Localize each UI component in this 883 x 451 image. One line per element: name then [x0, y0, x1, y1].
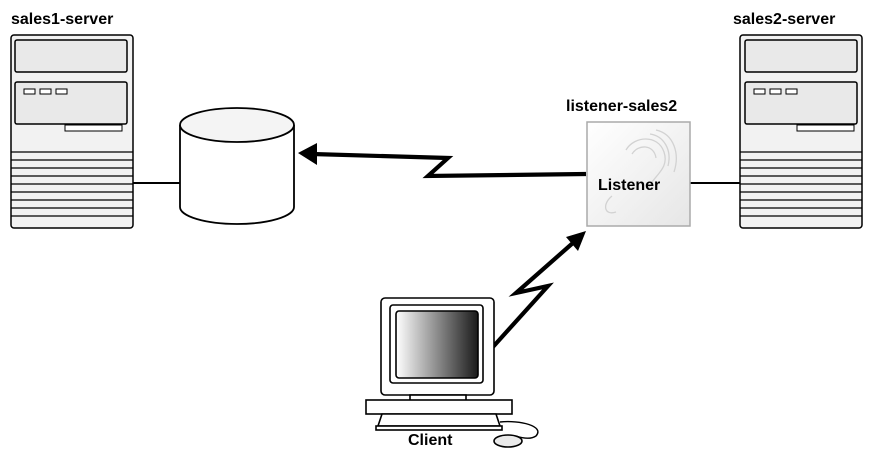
- client-computer-icon: [365, 297, 539, 448]
- listener-arrowhead: [566, 231, 586, 251]
- client-to-listener-link: [490, 231, 586, 350]
- server-right-icon: [739, 34, 863, 229]
- server-left-icon: [10, 34, 134, 229]
- listener-box-label: Listener: [598, 177, 661, 194]
- server-right-label: sales2-server: [733, 11, 836, 28]
- database-arrowhead: [298, 143, 317, 165]
- listener-box: [586, 121, 691, 227]
- database-icon: [179, 107, 295, 225]
- listener-ear-icon: [605, 129, 677, 214]
- server-left-label: sales1-server: [11, 11, 114, 28]
- listener-name-label: listener-sales2: [566, 98, 678, 115]
- listener-to-database-link: [298, 143, 587, 179]
- client-label: Client: [408, 432, 453, 449]
